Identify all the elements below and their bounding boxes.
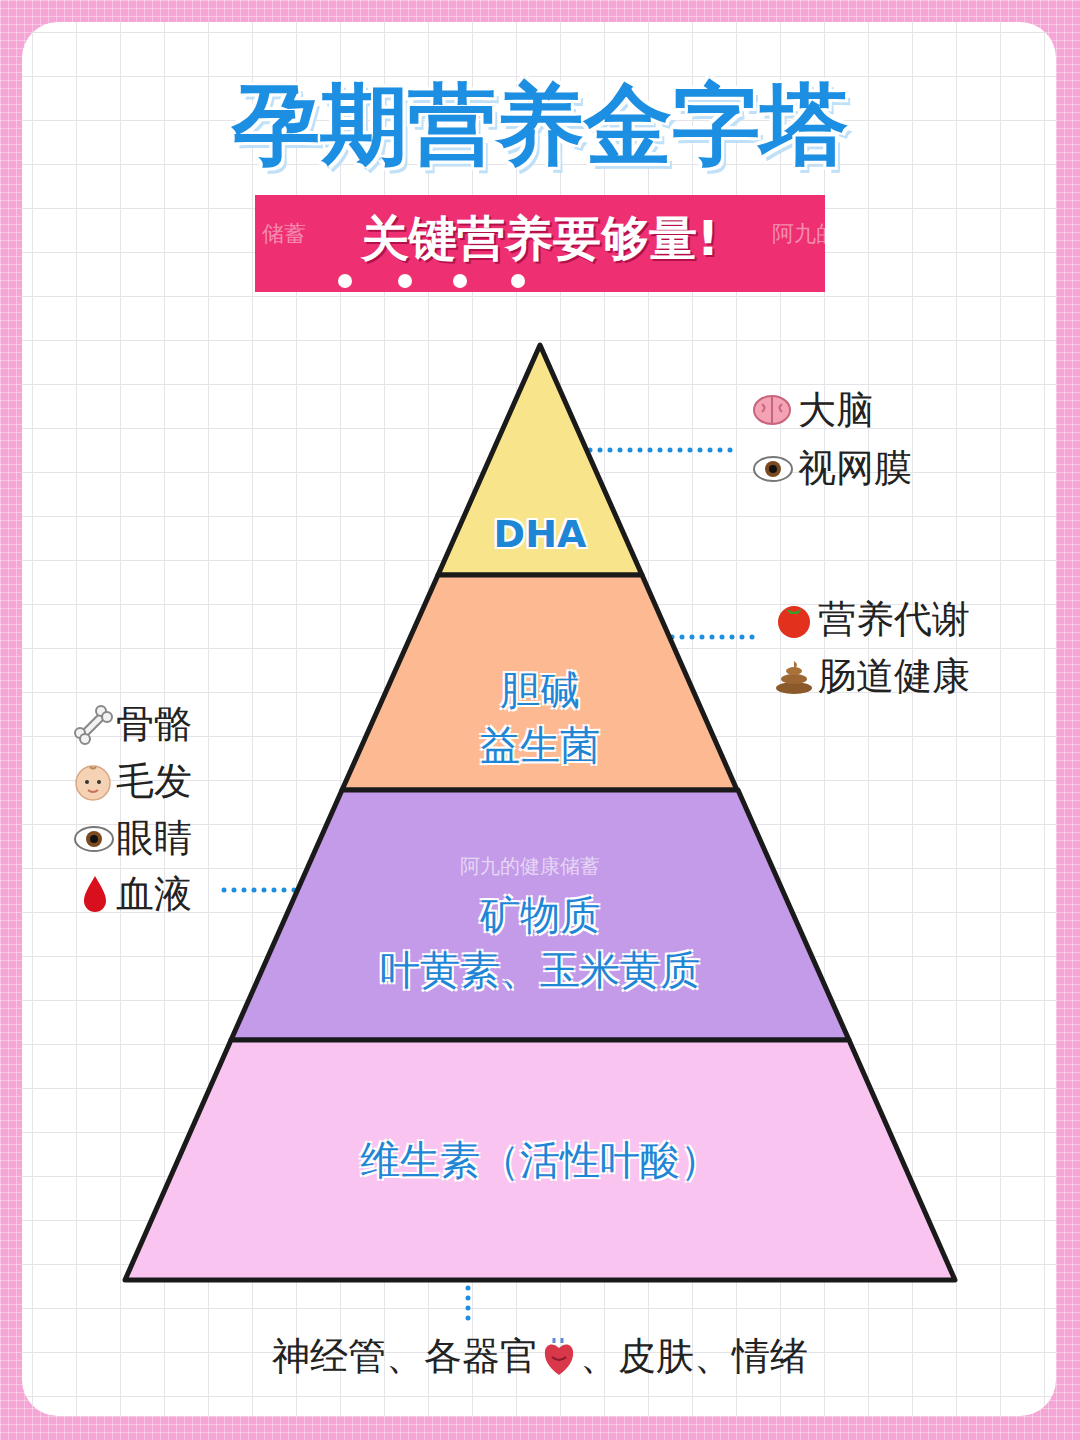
nutrient-text: 维生素（活性叶酸） <box>125 1136 955 1184</box>
callout-text: 营养代谢 <box>818 597 970 643</box>
callout-text: 神经管、各器官 <box>272 1334 538 1380</box>
callout-text: 血液 <box>116 872 192 918</box>
watermark: 储蓄 <box>262 221 306 247</box>
brain-icon <box>752 392 792 428</box>
watermark: 阿九的健康储蓄 <box>460 854 600 878</box>
callout-text: 骨骼 <box>116 702 192 748</box>
nutrient-text: 益生菌 <box>342 721 737 769</box>
bone-icon <box>73 705 113 745</box>
pyramid-band: 矿物质叶黄素、玉米黄质 <box>231 790 849 1040</box>
pyramid-band: DHA <box>438 345 642 575</box>
watermark: 阿九的 <box>772 221 838 247</box>
banner-box: 关键营养要够量! <box>255 195 825 292</box>
callout-text: 视网膜 <box>798 446 912 492</box>
blood-drop-icon <box>82 874 108 914</box>
nutrient-text: 胆碱 <box>342 666 737 714</box>
title: 孕期营养金字塔 <box>0 72 1080 178</box>
callout-text: 肠道健康 <box>818 654 970 700</box>
nutrient-text: 矿物质 <box>231 891 849 939</box>
heart-icon <box>542 1337 576 1377</box>
eye-icon <box>73 824 115 854</box>
pyramid-band: 维生素（活性叶酸） <box>125 1040 955 1280</box>
callout-text: 毛发 <box>116 759 192 805</box>
banner-text: 关键营养要够量! <box>255 210 825 268</box>
tomato-icon <box>774 600 814 640</box>
nutrient-text: DHA <box>438 512 642 558</box>
callout-text: 、皮肤、情绪 <box>580 1334 808 1380</box>
callout-text: 眼睛 <box>116 816 192 862</box>
poop-icon <box>774 657 814 695</box>
nutrient-text: 叶黄素、玉米黄质 <box>231 946 849 994</box>
eye-icon <box>752 454 794 484</box>
callout-text: 大脑 <box>798 388 874 434</box>
pyramid-band: 胆碱益生菌 <box>342 575 737 790</box>
baby-face-icon <box>73 762 113 802</box>
